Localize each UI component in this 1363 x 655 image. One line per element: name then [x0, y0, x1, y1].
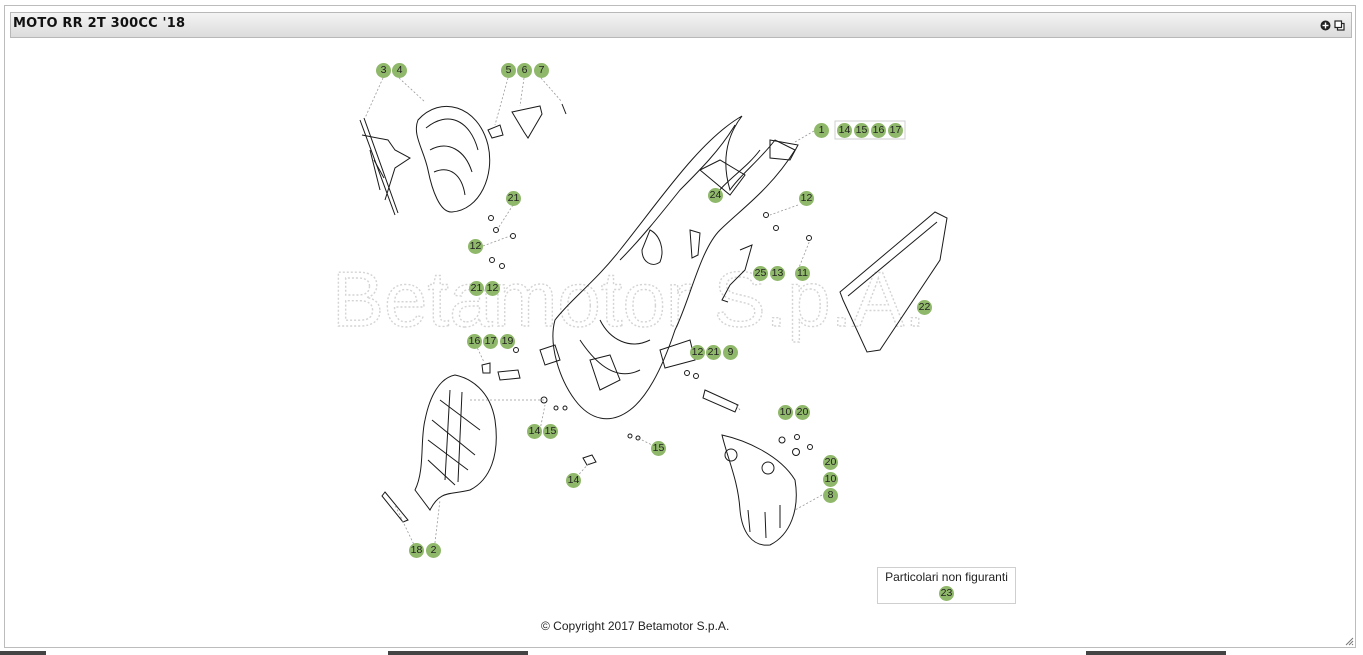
frame-bracket [721, 244, 753, 303]
callout-group-box [834, 120, 906, 140]
callout-12[interactable]: 12 [485, 281, 500, 296]
callout-21[interactable]: 21 [506, 191, 521, 206]
taskbar-segment [0, 651, 46, 655]
callout-12[interactable]: 12 [690, 345, 705, 360]
callout-15[interactable]: 15 [543, 424, 558, 439]
callout-19[interactable]: 19 [500, 334, 515, 349]
diagram-panel [4, 5, 1356, 648]
callout-12[interactable]: 12 [468, 239, 483, 254]
frame-body [539, 115, 799, 420]
callout-6[interactable]: 6 [517, 63, 532, 78]
callout-20[interactable]: 20 [795, 405, 810, 420]
callout-24[interactable]: 24 [708, 188, 723, 203]
callout-10[interactable]: 10 [823, 472, 838, 487]
resize-handle-icon[interactable] [1345, 637, 1354, 646]
callout-15[interactable]: 15 [854, 123, 869, 138]
callout-7[interactable]: 7 [534, 63, 549, 78]
fasteners [481, 212, 813, 466]
air-box [381, 374, 497, 523]
exhaust-guard [721, 434, 797, 546]
callout-20[interactable]: 20 [823, 455, 838, 470]
taskbar-segment [1086, 651, 1226, 655]
zoom-in-icon[interactable] [1320, 20, 1331, 31]
callout-8[interactable]: 8 [823, 488, 838, 503]
callout-16[interactable]: 16 [871, 123, 886, 138]
callout-3[interactable]: 3 [376, 63, 391, 78]
callout-14[interactable]: 14 [566, 473, 581, 488]
callout-16[interactable]: 16 [467, 334, 482, 349]
side-panel [839, 211, 948, 353]
panel-title: MOTO RR 2T 300CC '18 [13, 16, 186, 31]
callout-14[interactable]: 14 [527, 424, 542, 439]
parts-not-shown-label: Particolari non figuranti [885, 570, 1008, 584]
callout-10[interactable]: 10 [778, 405, 793, 420]
taskbar-segment [388, 651, 528, 655]
watermark-text: Betamotor S.p.A. [332, 255, 926, 343]
callout-4[interactable]: 4 [392, 63, 407, 78]
callout-21[interactable]: 21 [706, 345, 721, 360]
copy-icon[interactable] [1334, 20, 1345, 31]
callout-14[interactable]: 14 [837, 123, 852, 138]
callout-21[interactable]: 21 [469, 281, 484, 296]
parts-not-shown-box: Particolari non figuranti 23 [877, 567, 1016, 604]
small-bracket [689, 229, 701, 259]
grab-handle [702, 389, 739, 413]
callout-2[interactable]: 2 [426, 543, 441, 558]
bracket-parts [487, 103, 567, 139]
panel-titlebar: MOTO RR 2T 300CC '18 [10, 12, 1352, 38]
callout-23[interactable]: 23 [939, 586, 954, 601]
callout-17[interactable]: 17 [888, 123, 903, 138]
callout-1[interactable]: 1 [814, 123, 829, 138]
front-number-plate [359, 105, 491, 216]
callout-13[interactable]: 13 [770, 266, 785, 281]
callout-12[interactable]: 12 [799, 191, 814, 206]
line-art [359, 103, 948, 546]
callout-25[interactable]: 25 [753, 266, 768, 281]
callout-15[interactable]: 15 [651, 441, 666, 456]
callout-11[interactable]: 11 [795, 266, 810, 281]
callout-5[interactable]: 5 [501, 63, 516, 78]
titlebar-tools [1320, 20, 1345, 31]
callout-17[interactable]: 17 [483, 334, 498, 349]
callout-22[interactable]: 22 [917, 300, 932, 315]
callout-18[interactable]: 18 [409, 543, 424, 558]
copyright-text: © Copyright 2017 Betamotor S.p.A. [541, 619, 730, 633]
callout-9[interactable]: 9 [723, 345, 738, 360]
